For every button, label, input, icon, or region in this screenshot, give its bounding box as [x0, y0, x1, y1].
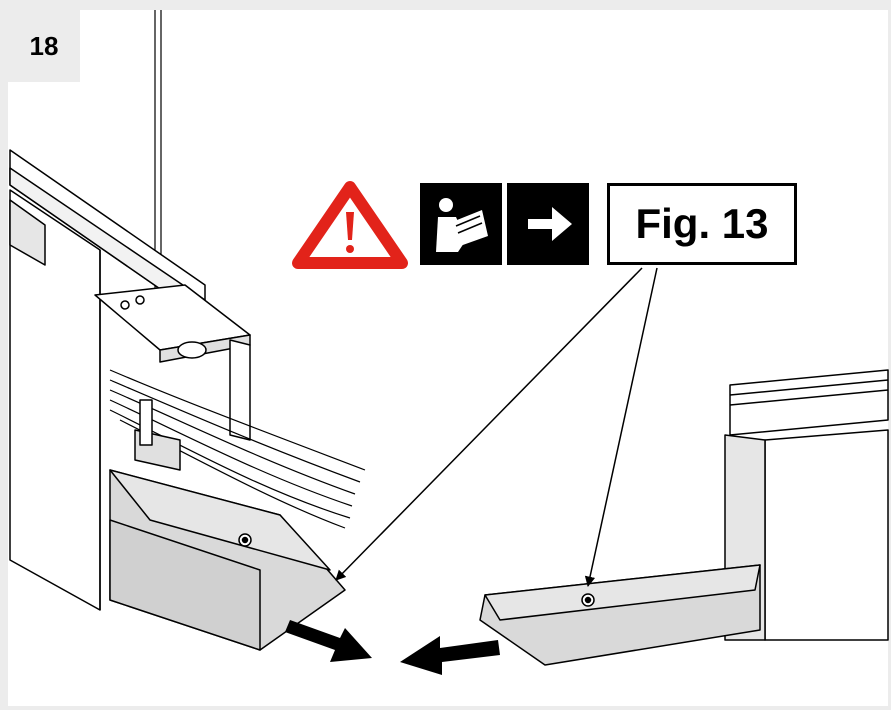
- right-connector-cover: [479, 564, 761, 666]
- figure-reference-label: Fig. 13: [635, 200, 769, 247]
- warning-triangle-icon: [292, 181, 408, 269]
- right-profile: [724, 369, 889, 641]
- step-number: 18: [29, 30, 59, 61]
- step-number-box: 18: [8, 10, 80, 82]
- read-manual-icon: [420, 183, 502, 265]
- leader-lines: [335, 267, 658, 588]
- arrow-right-icon: [507, 183, 589, 265]
- figure-reference-box: Fig. 13: [607, 183, 797, 265]
- left-profile: [9, 149, 206, 611]
- removal-arrow-left: [285, 620, 372, 662]
- removal-arrow-right: [400, 636, 500, 675]
- left-connector-cover: [109, 399, 346, 651]
- mounting-bracket: [94, 284, 251, 441]
